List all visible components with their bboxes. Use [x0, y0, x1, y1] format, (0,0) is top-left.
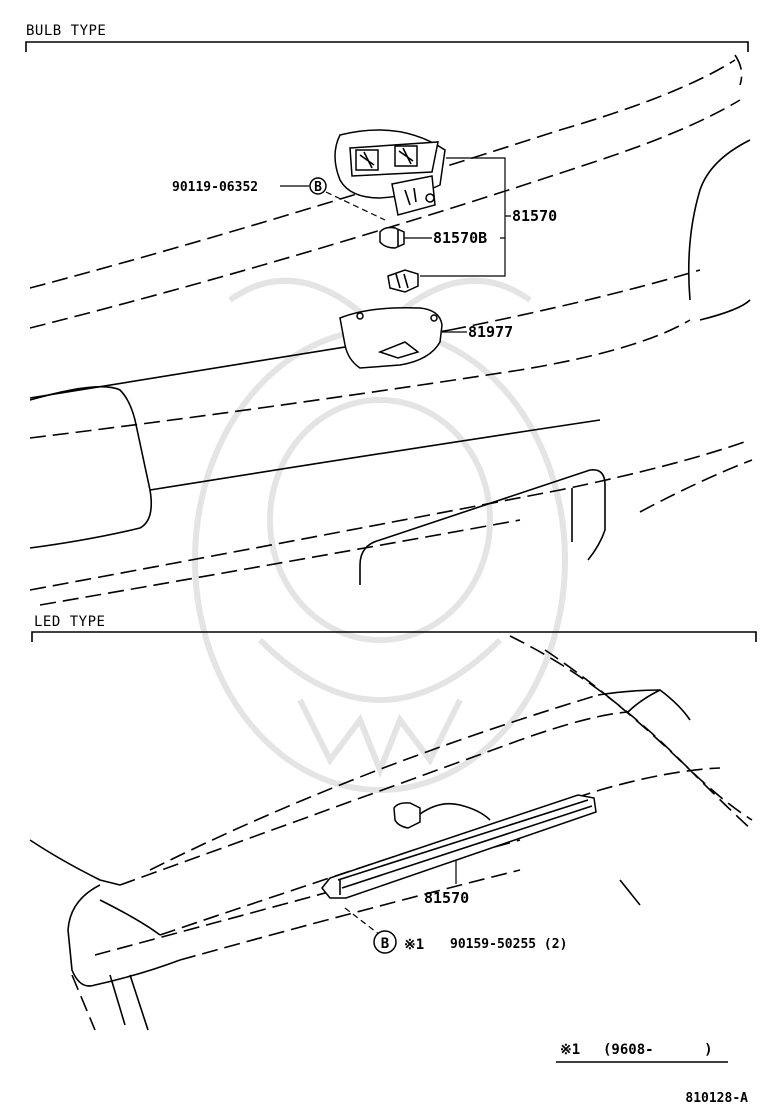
led-body-outline	[29, 635, 753, 1031]
lamp-assy-part-number: 81570	[512, 207, 557, 225]
led-lamp-assy-part-number: 81570	[424, 889, 469, 907]
footnote-mark: ※1	[560, 1042, 580, 1058]
footnote-date-range: (9608- )	[603, 1042, 713, 1058]
led-section-bracket	[31, 631, 757, 642]
bulb-type-section: BULB TYPE	[25, 23, 753, 606]
svg-text:B: B	[381, 936, 389, 952]
footnote: ※1 (9608- )	[556, 1042, 728, 1063]
bulb-part-number: 81570B	[433, 229, 487, 247]
led-type-title: LED TYPE	[34, 614, 105, 630]
bulb-section-bracket	[25, 41, 749, 52]
led-ref-leader	[344, 907, 381, 936]
led-type-section: LED TYPE 81	[29, 614, 757, 1031]
clip-footnote-mark: ※1	[404, 937, 424, 953]
bulb-ref-leader	[325, 191, 386, 221]
bulb-component	[379, 226, 405, 249]
socket-component	[387, 269, 419, 293]
svg-text:B: B	[314, 180, 322, 195]
bolt-part-number: 90119-06352	[172, 180, 258, 195]
lamp-cover-component	[339, 306, 443, 369]
bulb-body-outline	[29, 54, 753, 606]
high-mount-stop-lamp-housing	[334, 129, 446, 216]
illustration-code: 810128-A	[685, 1091, 748, 1106]
lamp-assy-bracket-leader	[420, 157, 511, 277]
clip-part-number: 90159-50255 (2)	[450, 937, 567, 952]
led-bar-lamp-component	[321, 794, 597, 899]
bulb-type-title: BULB TYPE	[26, 23, 106, 39]
led-ref-marker: B	[373, 930, 397, 954]
cover-part-number: 81977	[468, 323, 513, 341]
bulb-ref-marker: B	[309, 177, 327, 195]
